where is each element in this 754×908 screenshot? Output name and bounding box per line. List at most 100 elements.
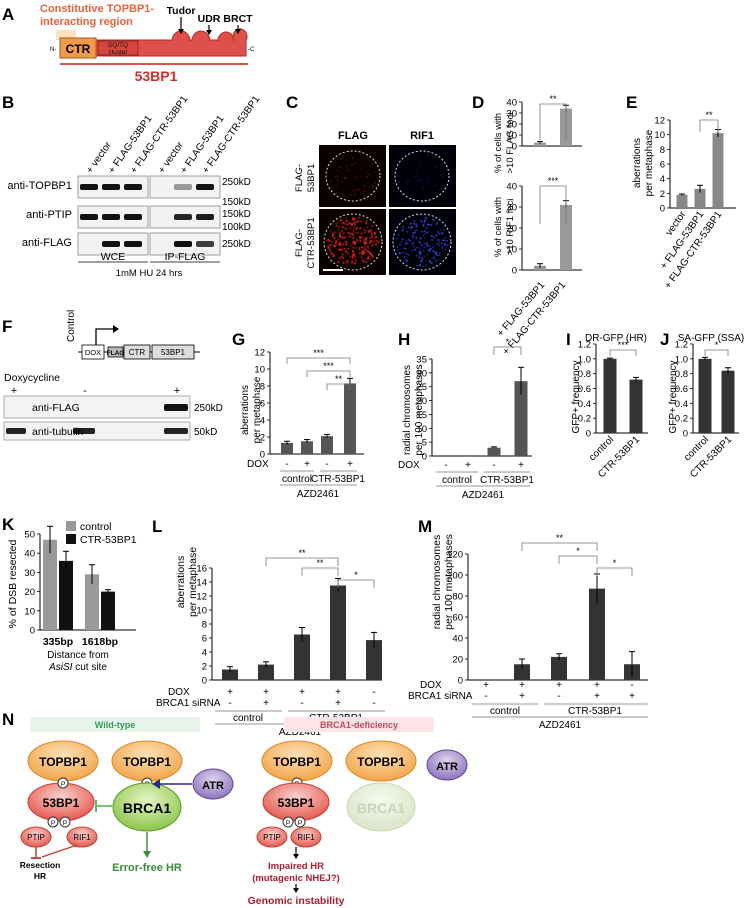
focus-dot	[360, 232, 363, 235]
panel-letter-h: H	[398, 330, 410, 349]
focus-dot	[347, 168, 349, 171]
focus-dot	[440, 174, 442, 176]
focus-dot	[335, 240, 338, 243]
significance-bracket	[539, 185, 567, 224]
focus-dot	[366, 226, 369, 229]
sirna-sign: +	[629, 691, 635, 702]
sirna-sign: +	[594, 691, 600, 702]
d-ylabel-bottom-2: >10 RIF1 foci	[505, 199, 516, 256]
bd-topbp1-node-2	[345, 740, 417, 782]
focus-dot	[341, 248, 344, 251]
focus-dot	[396, 248, 399, 251]
focus-dot	[361, 259, 364, 262]
focus-dot	[344, 217, 347, 220]
focus-dot	[365, 248, 368, 251]
wt-phospho-3-label: P	[63, 820, 67, 827]
focus-dot	[361, 251, 364, 254]
d-ylabel-bottom-1: % of cells with	[493, 197, 504, 257]
focus-dot	[327, 247, 330, 250]
focus-dot	[395, 237, 398, 240]
focus-dot	[427, 248, 430, 251]
focus-dot	[343, 236, 346, 239]
d-ylabel-bottom: % of cells with>10 RIF1 foci	[493, 197, 516, 257]
n-terminus-label: N-	[50, 47, 56, 53]
focus-dot	[410, 222, 413, 225]
y-tick-label: 2	[260, 433, 265, 444]
focus-dot	[352, 237, 355, 240]
focus-dot	[342, 221, 345, 224]
focus-dot	[347, 252, 350, 255]
focus-dot	[350, 223, 353, 226]
f-mw-1: 250kD	[194, 403, 223, 414]
focus-dot	[343, 247, 346, 250]
significance-label: **	[335, 374, 343, 384]
panel-h: H radial chromosomesper 100 metaphases	[398, 330, 425, 456]
bd-topbp1-label-2: TOPBP1	[357, 755, 405, 769]
focus-dot	[362, 250, 365, 253]
focus-dot	[400, 240, 403, 243]
significance-label: ***	[323, 361, 334, 371]
focus-dot	[338, 242, 341, 245]
focus-dot	[369, 239, 372, 242]
focus-dot	[430, 224, 433, 226]
significance-label: ***	[618, 340, 629, 350]
y-tick-label: 20	[506, 224, 517, 235]
blot-flag	[3, 395, 191, 419]
focus-dot	[341, 236, 344, 239]
focus-dot	[396, 245, 399, 248]
bar	[85, 574, 99, 630]
focus-dot	[397, 234, 400, 236]
bd-brca1-label: BRCA1	[357, 800, 405, 816]
focus-dot	[411, 249, 414, 252]
panel-j: J SA-GFP (SSA) GFP+ frequency	[660, 330, 744, 434]
focus-dot	[352, 217, 355, 220]
focus-dot	[433, 256, 435, 259]
y-tick-label: 1.2	[578, 340, 591, 351]
y-tick-label: 30	[506, 203, 517, 214]
focus-dot	[416, 264, 419, 267]
focus-dot	[411, 234, 414, 237]
y-tick-label: 100	[447, 571, 463, 582]
focus-dot	[410, 226, 413, 229]
focus-dot	[431, 239, 433, 241]
focus-dot	[425, 217, 428, 220]
focus-dot	[341, 253, 344, 256]
focus-dot	[369, 229, 372, 232]
focus-dot	[441, 239, 444, 242]
focus-dot	[401, 238, 404, 241]
wt-phospho-1	[57, 777, 69, 789]
focus-dot	[342, 261, 345, 264]
focus-dot	[415, 175, 417, 178]
group-label: control	[282, 474, 312, 485]
y-tick-label: 16	[196, 564, 207, 575]
y-tick-label: 4	[260, 416, 265, 427]
focus-dot	[435, 234, 438, 237]
bar	[514, 664, 530, 680]
focus-dot	[415, 236, 418, 239]
focus-dot	[346, 219, 349, 222]
dox-sign: +	[227, 687, 233, 698]
focus-dot	[355, 188, 358, 191]
y-tick-label: 60	[452, 613, 463, 624]
wt-brca1-node	[112, 782, 182, 832]
k-xlabel-1: Distance from	[47, 650, 109, 661]
focus-dot	[350, 261, 353, 264]
panel-letter-e: E	[626, 93, 637, 112]
e-ylabel-2: per metaphase	[644, 129, 655, 196]
significance-bracket	[337, 579, 375, 588]
y-tick-label: 40	[506, 182, 517, 193]
dox-sign: +	[299, 687, 305, 698]
focus-dot	[422, 187, 425, 189]
53bp1-box	[151, 344, 195, 360]
focus-dot	[344, 259, 347, 262]
wt-topbp1-label-2: TOPBP1	[123, 755, 171, 769]
focus-dot	[426, 254, 429, 256]
row-label-dox: DOX	[168, 687, 190, 698]
band	[102, 241, 120, 247]
focus-dot	[359, 239, 362, 242]
focus-dot	[353, 193, 356, 196]
focus-dot	[359, 236, 362, 239]
ctr-domain-label: CTR	[66, 42, 91, 56]
significance-label: **	[549, 94, 557, 104]
